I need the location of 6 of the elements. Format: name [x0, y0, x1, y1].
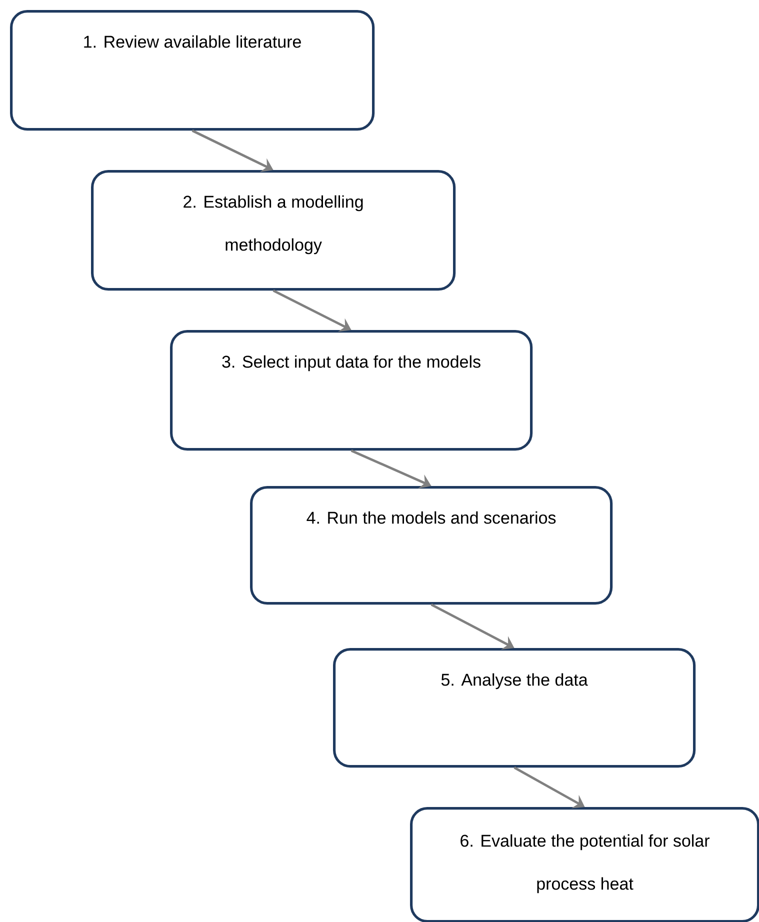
process-box: 4. Run the models and scenarios — [250, 486, 613, 605]
process-box: 5. Analyse the data — [333, 648, 696, 768]
process-box: 6. Evaluate the potential for solar process heat — [410, 807, 759, 922]
process-box: 1. Review available literature — [10, 10, 375, 131]
process-box: 3. Select input data for the models — [170, 330, 533, 451]
process-box: 2. Establish a modelling methodology — [91, 170, 456, 291]
